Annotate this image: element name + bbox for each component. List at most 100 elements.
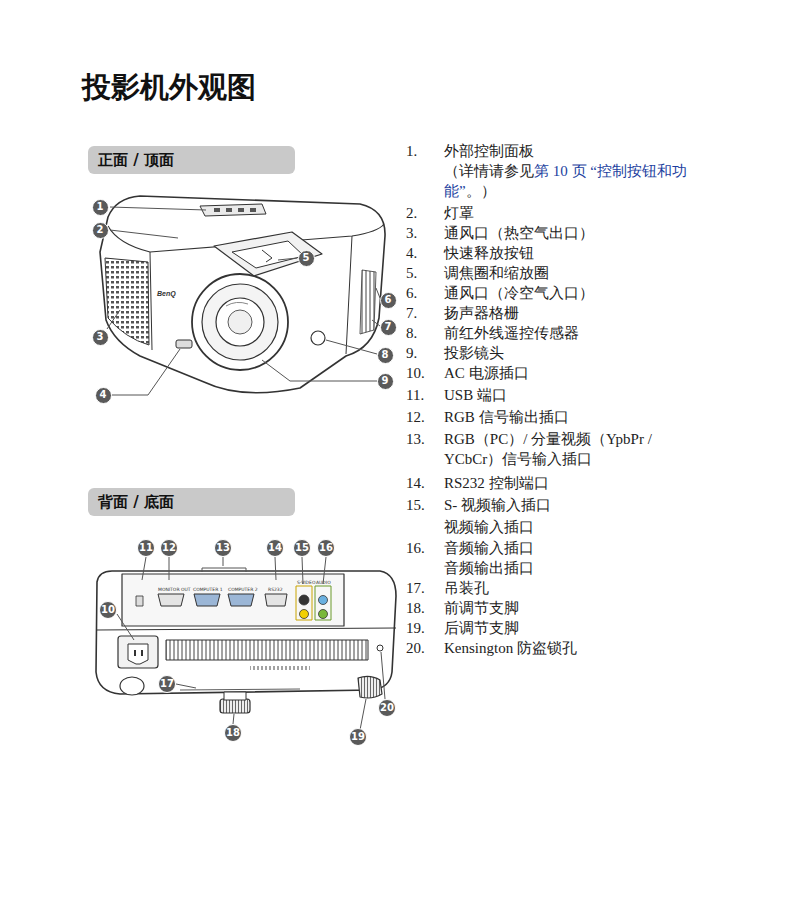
list-number: 15. (406, 495, 425, 515)
callout-number: 11 (137, 539, 155, 557)
port-label: COMPUTER 1 (193, 587, 223, 592)
callout-number: 7 (380, 319, 397, 336)
list-item: 投影镜头 (444, 343, 504, 363)
section-heading: 背面 / 底面 (98, 493, 174, 512)
list-number: 19. (406, 618, 425, 638)
list-item: S- 视频输入插口 (444, 495, 551, 515)
list-item: 吊装孔 (444, 578, 489, 598)
list-item: RS232 控制端口 (444, 473, 549, 493)
list-item: 快速释放按钮 (444, 243, 534, 263)
callout-text: 8 (382, 350, 389, 360)
callout-text: 20 (380, 703, 394, 713)
callout-number: 1 (92, 199, 109, 216)
list-item: 后调节支脚 (444, 618, 519, 638)
callout-text: 2 (97, 225, 104, 235)
list-number: 1. (406, 141, 417, 161)
callout-text: 12 (162, 543, 176, 553)
callout-text: 17 (160, 679, 174, 689)
note-text: （详情请参见 (444, 163, 534, 179)
callout-number: 5 (298, 250, 315, 267)
callout-number: 20 (378, 699, 396, 717)
list-number: 6. (406, 283, 417, 303)
list-item: 前红外线遥控传感器 (444, 323, 579, 343)
callout-number: 17 (158, 675, 176, 693)
callout-number: 14 (266, 539, 284, 557)
list-item: RGB 信号输出插口 (444, 407, 569, 427)
callout-text: 15 (295, 543, 309, 553)
list-item: 前调节支脚 (444, 598, 519, 618)
callout-text: 9 (382, 376, 389, 386)
list-number: 13. (406, 429, 425, 449)
list-item: 外部控制面板 (444, 141, 534, 161)
port-label: MONITOR OUT (158, 587, 191, 592)
list-number: 11. (406, 385, 424, 405)
callout-number: 15 (293, 539, 311, 557)
callout-text: 19 (351, 732, 365, 742)
list-number: 8. (406, 323, 417, 343)
list-item: 音频输入插口 (444, 538, 534, 558)
port-label: COMPUTER 2 (228, 587, 258, 592)
list-item: Kensington 防盗锁孔 (444, 638, 577, 658)
port-label: AUDIO (316, 580, 331, 585)
list-item: 调焦圈和缩放圈 (444, 263, 549, 283)
callout-number: 12 (160, 539, 178, 557)
port-label: S-VIDEO (297, 580, 315, 585)
leader-lines (107, 207, 380, 395)
callout-text: 14 (268, 543, 282, 553)
section-heading: 正面 / 顶面 (98, 151, 174, 170)
callout-number: 13 (214, 539, 232, 557)
callout-text: 11 (139, 543, 153, 553)
list-item: 音频输出插口 (444, 558, 534, 578)
callout-text: 7 (385, 322, 392, 332)
callout-text: 5 (303, 253, 310, 263)
callout-number: 4 (95, 387, 112, 404)
callout-number: 10 (99, 601, 117, 619)
callout-number: 8 (377, 347, 394, 364)
list-item: 通风口（冷空气入口） (444, 283, 594, 303)
callout-text: 1 (97, 202, 104, 212)
list-number: 12. (406, 407, 425, 427)
callout-text: 3 (97, 332, 104, 342)
projector-rear (96, 571, 396, 713)
list-item: AC 电源插口 (444, 363, 529, 383)
list-number: 7. (406, 303, 417, 323)
callout-number: 19 (349, 728, 367, 746)
list-number: 14. (406, 473, 425, 493)
callout-text: 13 (216, 543, 230, 553)
list-item: RGB（PC）/ 分量视频（YpbPr / YCbCr）信号输入插口 (444, 429, 706, 469)
callout-text: 4 (100, 390, 107, 400)
list-item: 扬声器格栅 (444, 303, 519, 323)
list-number: 3. (406, 223, 417, 243)
callout-text: 10 (101, 605, 115, 615)
list-number: 16. (406, 538, 425, 558)
callout-text: 6 (385, 295, 392, 305)
list-number: 4. (406, 243, 417, 263)
list-item: 通风口（热空气出口） (444, 223, 594, 243)
projector-front (100, 196, 385, 393)
port-label: RS232 (268, 587, 283, 592)
list-number: 10. (406, 363, 425, 383)
callout-text: 16 (319, 543, 333, 553)
list-number: 5. (406, 263, 417, 283)
callout-number: 6 (380, 292, 397, 309)
leader-lines (117, 557, 385, 730)
list-number: 17. (406, 578, 425, 598)
callout-number: 16 (317, 539, 335, 557)
brand-logo: BenQ (157, 290, 176, 297)
list-item: USB 端口 (444, 385, 507, 405)
section-band: 正面 / 顶面 (88, 146, 295, 174)
list-number: 18. (406, 598, 425, 618)
page-title: 投影机外观图 (82, 68, 256, 108)
callout-number: 3 (92, 329, 109, 346)
section-band: 背面 / 底面 (88, 488, 295, 516)
callout-number: 2 (92, 222, 109, 239)
list-item: 灯罩 (444, 203, 474, 223)
list-number: 20. (406, 638, 425, 658)
callout-number: 18 (224, 724, 242, 742)
list-number: 9. (406, 343, 417, 363)
note-text: 。） (466, 183, 496, 199)
callout-number: 9 (377, 373, 394, 390)
list-item: 视频输入插口 (444, 517, 534, 537)
